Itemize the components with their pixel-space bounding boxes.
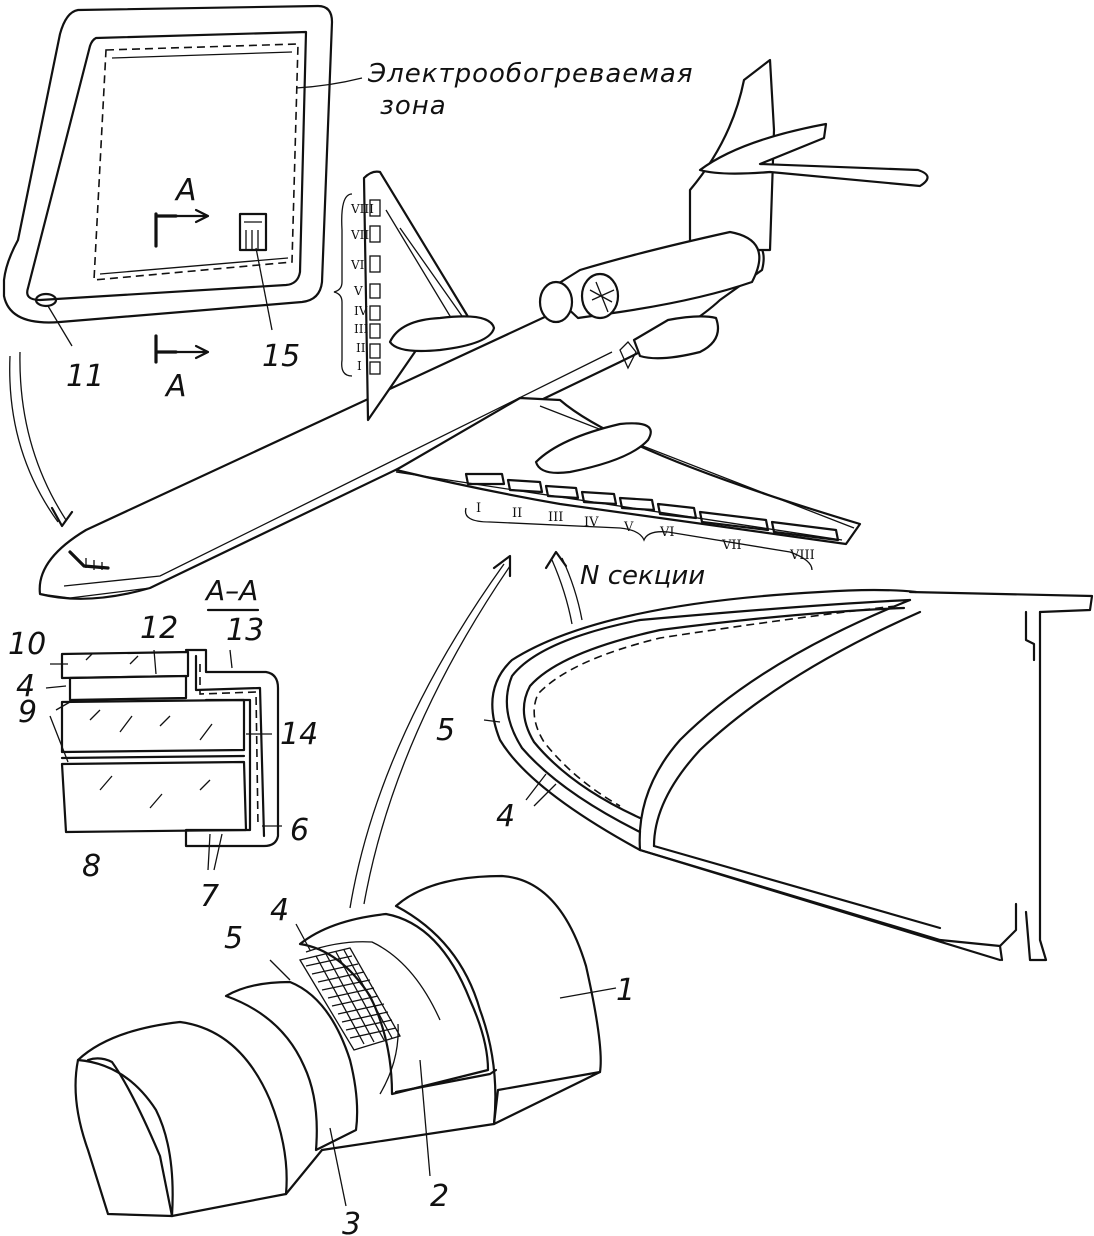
label-4-airfoil: 4 — [496, 799, 515, 834]
label-4-section: 4 — [16, 669, 35, 704]
tail-section-label: VI — [350, 258, 365, 272]
wing-section-label: II — [512, 506, 522, 521]
tail-section-label: VIII — [350, 202, 374, 216]
connector-15 — [238, 212, 268, 252]
tail-section-label: II — [356, 341, 366, 355]
heating-grid — [298, 947, 401, 1051]
engine-nacelle-upper — [546, 230, 761, 320]
label-14: 14 — [280, 717, 318, 752]
tail-section-label: VII — [350, 228, 369, 242]
label-4-panel: 4 — [270, 893, 289, 928]
wing-section-label: VI — [659, 525, 675, 540]
tail-section-boxes — [369, 199, 381, 375]
windshield-panel — [2, 4, 334, 324]
tail-section-label: III — [354, 322, 368, 336]
arrow-panel-to-wing — [349, 563, 505, 909]
wing-section-label: I — [476, 501, 481, 516]
label-section-a-top: A — [174, 173, 197, 208]
section-marker-a — [154, 208, 210, 364]
label-7: 7 — [200, 879, 219, 914]
tail-section-label: IV — [354, 304, 368, 318]
tail-section-label: I — [357, 359, 362, 373]
engine-intake-left — [538, 280, 574, 324]
label-3: 3 — [342, 1207, 361, 1236]
label-2: 2 — [430, 1179, 449, 1214]
near-wing-nacelle — [534, 422, 652, 474]
label-5-panel: 5 — [224, 921, 243, 956]
label-section-a-bottom: A — [164, 369, 187, 404]
wing-section-label: III — [548, 510, 563, 525]
cockpit-windows — [68, 550, 110, 570]
wing-section-label: VIII — [789, 548, 815, 563]
wing-section-brace — [464, 507, 813, 571]
arrow-windshield-to-cockpit — [9, 355, 59, 523]
label-6: 6 — [290, 813, 309, 848]
section-aa-cross-section — [60, 648, 280, 848]
wing-leading-edge-section — [491, 588, 1094, 962]
label-8: 8 — [82, 849, 101, 884]
label-9: 9 — [18, 695, 37, 730]
horizontal-stabilizer — [698, 122, 929, 188]
label-heated-zone-line2: зона — [380, 91, 447, 121]
arrow-airfoil-to-wing — [551, 559, 573, 625]
label-heated-zone-line1: Электрообогреваемая — [367, 59, 693, 89]
far-wing-nacelle — [388, 315, 496, 353]
tail-section-brace — [333, 193, 353, 377]
label-5-airfoil: 5 — [436, 713, 455, 748]
wing-section-label: V — [623, 520, 634, 535]
label-15: 15 — [262, 339, 300, 374]
label-1: 1 — [616, 973, 635, 1008]
label-13: 13 — [226, 613, 264, 648]
wing-section-label: VII — [721, 538, 742, 553]
near-wing — [394, 396, 862, 546]
label-12: 12 — [140, 611, 178, 646]
label-11: 11 — [66, 359, 104, 394]
tail-section-label: V — [353, 284, 363, 298]
label-10: 10 — [8, 627, 46, 662]
heater-terminal-11 — [34, 292, 58, 308]
engine-pylon-rear — [632, 315, 720, 360]
heated-panel — [74, 874, 602, 1218]
label-section-aa: A–A — [204, 574, 258, 607]
aircraft — [38, 58, 929, 600]
label-n-sections: N секции — [580, 561, 705, 591]
wing-section-label: IV — [584, 515, 599, 530]
wing-section-boxes — [464, 472, 840, 542]
